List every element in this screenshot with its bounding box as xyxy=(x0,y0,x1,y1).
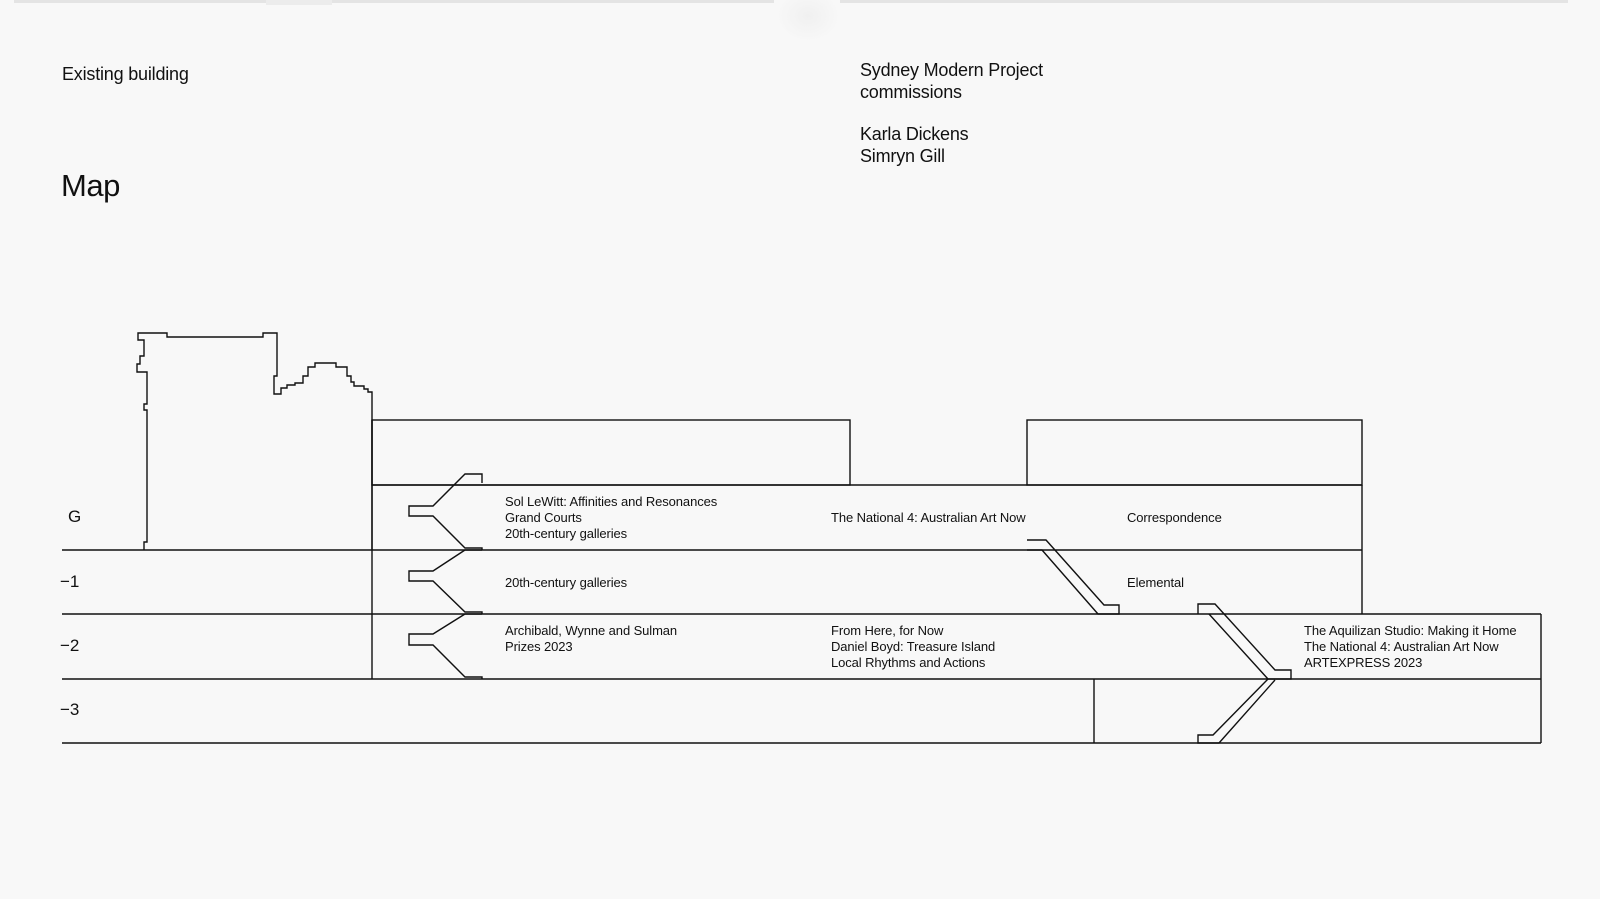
top-indicator xyxy=(776,0,840,42)
gallery-label: Correspondence xyxy=(1127,510,1222,525)
escalator-2-to-3 xyxy=(1197,678,1276,744)
artist-name: Karla Dickens xyxy=(860,124,969,144)
upper-pavilion-right xyxy=(1026,419,1363,486)
artist-name: Simryn Gill xyxy=(860,145,945,166)
upper-pavilion-left xyxy=(371,419,851,486)
gallery-label: Grand Courts xyxy=(505,510,582,525)
gallery-label: Local Rhythms and Actions xyxy=(831,655,986,670)
gallery-label: Daniel Boyd: Treasure Island xyxy=(831,639,995,654)
level-label-minus-2: −2 xyxy=(60,636,79,655)
gallery-label: 20th-century galleries xyxy=(505,575,628,590)
top-divider-segment xyxy=(266,0,332,5)
gallery-label: 20th-century galleries xyxy=(505,526,628,541)
escalator-1-to-2 xyxy=(1197,603,1292,680)
gallery-label: Sol LeWitt: Affinities and Resonances xyxy=(505,494,718,509)
stair-left-2 xyxy=(408,613,483,679)
gallery-label: The Aquilizan Studio: Making it Home xyxy=(1304,623,1516,638)
gallery-label: Archibald, Wynne and Sulman xyxy=(505,623,677,638)
existing-building-outline xyxy=(136,332,373,550)
escalator-g-to-1 xyxy=(1027,539,1120,615)
stair-left-1 xyxy=(408,549,483,614)
existing-building-heading: Existing building xyxy=(62,64,189,84)
map-title: Map xyxy=(61,168,120,203)
level-label-minus-1: −1 xyxy=(60,572,79,591)
top-divider-left xyxy=(14,0,774,3)
level-label-g: G xyxy=(68,507,81,526)
top-divider-right xyxy=(840,0,1568,3)
stair-left-g xyxy=(408,473,483,550)
commissions-block: Sydney Modern Project commissions Karla … xyxy=(860,60,1043,167)
level-label-minus-3: −3 xyxy=(60,700,79,719)
commissions-title-line: commissions xyxy=(860,81,962,102)
commissions-title-line: Sydney Modern Project xyxy=(860,60,1043,80)
gallery-label: Elemental xyxy=(1127,575,1184,590)
gallery-label: The National 4: Australian Art Now xyxy=(831,510,1026,525)
gallery-label: From Here, for Now xyxy=(831,623,944,638)
gallery-label: ARTEXPRESS 2023 xyxy=(1304,655,1422,670)
gallery-label: Prizes 2023 xyxy=(505,639,573,654)
gallery-label: The National 4: Australian Art Now xyxy=(1304,639,1499,654)
